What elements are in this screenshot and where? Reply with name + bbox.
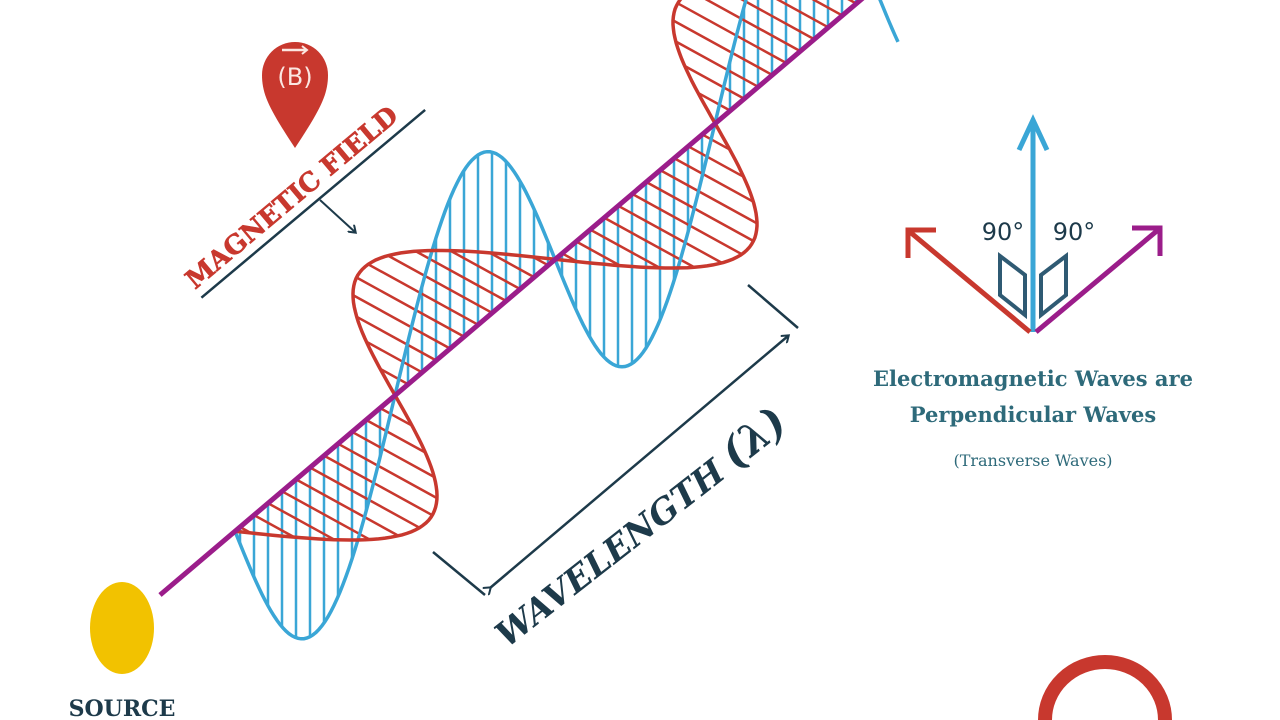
magnetic-hatch (697, 91, 731, 112)
magnetic-hatch (281, 490, 371, 541)
wavelength-bracket-right (747, 284, 799, 329)
magnetic-hatch (589, 228, 661, 269)
source-circle (90, 582, 154, 674)
magnetic-hatch (740, 0, 815, 41)
magnetic-hatch (449, 249, 521, 291)
magnetic-hatch (351, 430, 435, 479)
magnetic-field-pointer (319, 199, 355, 232)
wave-group (233, 0, 900, 641)
magnetic-hatch (356, 315, 437, 362)
magnetic-hatch (775, 0, 829, 29)
magnetic-hatch (379, 367, 409, 386)
wavelength-bracket-left (432, 551, 486, 596)
caption-line-2: Perpendicular Waves (910, 402, 1156, 427)
magnetic-hatch (365, 340, 423, 374)
perpendicular-axes-icon (905, 114, 1163, 334)
angle-left-label: 90° (982, 218, 1025, 246)
magnetic-hatch (659, 168, 758, 225)
magnetic-hatch (489, 251, 535, 279)
magnetic-hatch (267, 502, 335, 541)
magnetic-hatch (365, 418, 426, 454)
caption-line-1: Electromagnetic Waves are (873, 366, 1193, 391)
magnetic-hatch (673, 157, 754, 203)
magnetic-hatch (684, 64, 745, 100)
magnetic-hatch (352, 294, 451, 350)
magnetic-hatch (295, 478, 400, 537)
magnetic-hatch (309, 466, 421, 529)
decorative-ring (1038, 655, 1172, 720)
magnetic-hatch (687, 145, 745, 178)
magnetic-hatch (701, 133, 731, 151)
magnetic-hatch (355, 276, 465, 338)
magnetic-hatch (675, 40, 759, 88)
magnetic-hatch (645, 180, 755, 243)
magnetic-hatch (387, 254, 493, 314)
source-label: SOURCE (69, 696, 176, 720)
angle-right-label: 90° (1053, 218, 1096, 246)
electric-field-wave (233, 0, 900, 641)
wavelength-label-group: WAVELENGTH(λ) (487, 394, 793, 661)
magnetic-hatch (253, 514, 295, 539)
wavelength-label: WAVELENGTH (490, 450, 729, 659)
magnetic-hatch (617, 204, 723, 264)
magnetic-hatch (811, 0, 843, 17)
magnetic-hatch (367, 263, 479, 326)
magnetic-hatch (631, 192, 743, 256)
magnetic-field-pin-icon: (B) (262, 42, 328, 148)
b-symbol: (B) (277, 63, 312, 91)
magnetic-hatch (704, 0, 801, 53)
lambda-symbol: (λ) (716, 394, 793, 482)
magnetic-hatch (677, 2, 787, 64)
magnetic-hatch (672, 19, 773, 76)
magnetic-field-wave (234, 0, 759, 542)
magnetic-hatch (323, 454, 433, 517)
magnetic-hatch (575, 240, 621, 267)
magnetic-hatch (379, 406, 413, 427)
wavelength-arrow (490, 336, 788, 588)
caption-subtitle: (Transverse Waves) (953, 451, 1112, 470)
propagation-axis (158, 0, 865, 597)
wavelength-label-line: WAVELENGTH(λ) (487, 394, 793, 661)
magnetic-hatch (337, 442, 438, 500)
